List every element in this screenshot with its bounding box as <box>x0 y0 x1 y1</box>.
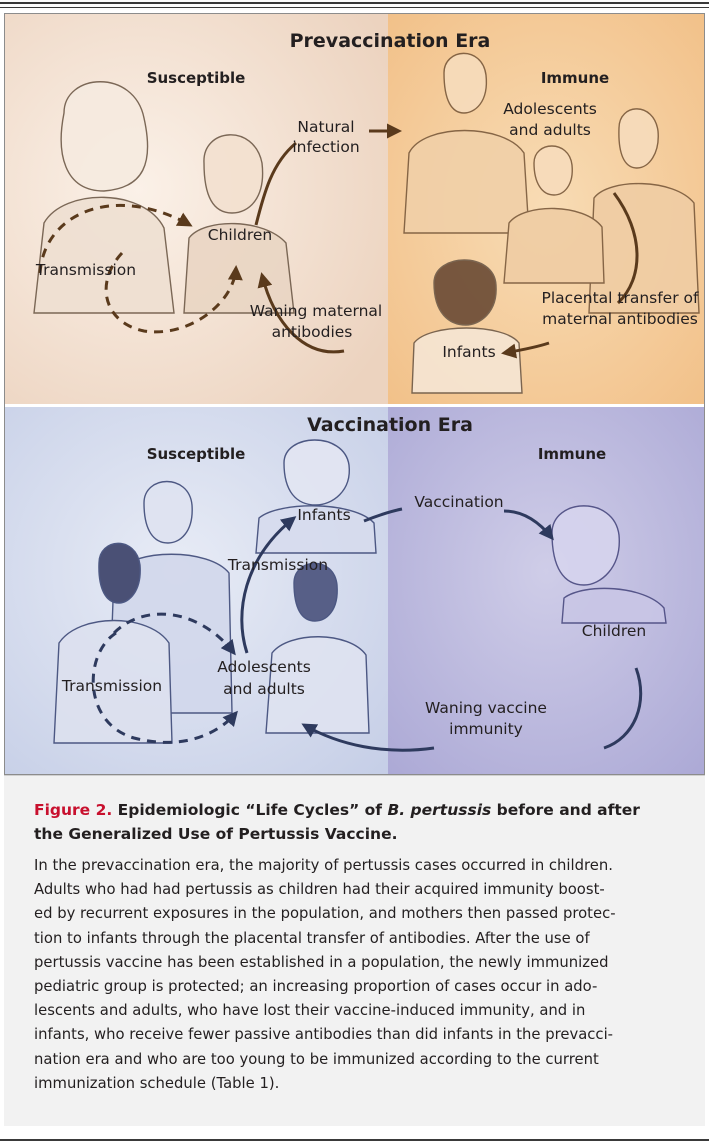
prevaccination-susceptible-label: Susceptible <box>147 69 246 87</box>
caption-line: In the prevaccination era, the majority … <box>34 854 698 878</box>
vaccination-transmission-left-label: Transmission <box>61 677 162 695</box>
vaccination-adolescents-label-2: and adults <box>223 680 305 698</box>
adolescents-adults-label-2: and adults <box>509 121 591 139</box>
caption-line: immunization schedule (Table 1). <box>34 1072 698 1096</box>
vaccination-title: Vaccination Era <box>307 414 473 436</box>
figure-caption: Figure 2. Epidemiologic “Life Cycles” of… <box>4 775 705 1126</box>
caption-line: ed by recurrent exposures in the populat… <box>34 902 698 926</box>
figure-number: Figure 2. <box>34 801 112 819</box>
caption-title-italic: B. pertussis <box>387 801 491 819</box>
panel-divider <box>4 404 705 407</box>
life-cycle-diagram: Prevaccination Era Susceptible Immune Na… <box>4 13 705 775</box>
caption-title-part2: before and after <box>491 801 640 819</box>
bottom-rule <box>0 1139 709 1141</box>
vaccination-susceptible-label: Susceptible <box>147 445 246 463</box>
prevaccination-children-label: Children <box>208 226 273 244</box>
caption-title-line2: the Generalized Use of Pertussis Vaccine… <box>34 825 397 843</box>
top-rule-thin <box>0 7 709 8</box>
placental-transfer-label-1: Placental transfer of <box>542 289 699 307</box>
vaccination-infants-label: Infants <box>297 506 350 524</box>
waning-maternal-label-1: Waning maternal <box>250 302 383 320</box>
top-rule <box>0 2 709 4</box>
prevaccination-immune-label: Immune <box>541 69 609 87</box>
caption-line: tion to infants through the placental tr… <box>34 927 698 951</box>
vaccination-label: Vaccination <box>414 493 503 511</box>
vaccination-immune-label: Immune <box>538 445 606 463</box>
vaccination-transmission-upper-label: Transmission <box>227 556 328 574</box>
natural-infection-label-1: Natural <box>297 118 354 136</box>
vaccination-children-label: Children <box>582 622 647 640</box>
caption-body: In the prevaccination era, the majority … <box>34 854 698 1096</box>
caption-title-part1: Epidemiologic “Life Cycles” of <box>112 801 387 819</box>
caption-line: pertussis vaccine has been established i… <box>34 951 698 975</box>
caption-line: pediatric group is protected; an increas… <box>34 975 698 999</box>
caption-line: nation era and who are too young to be i… <box>34 1048 698 1072</box>
prevaccination-transmission-label: Transmission <box>35 261 136 279</box>
adolescents-adults-label-1: Adolescents <box>503 100 597 118</box>
vaccination-adolescents-label-1: Adolescents <box>217 658 311 676</box>
waning-vaccine-label-2: immunity <box>449 720 523 738</box>
placental-transfer-label-2: maternal antibodies <box>542 310 698 328</box>
caption-title: Figure 2. Epidemiologic “Life Cycles” of… <box>34 798 694 846</box>
waning-maternal-label-2: antibodies <box>272 323 353 341</box>
natural-infection-label-2: infection <box>292 138 359 156</box>
caption-line: Adults who had had pertussis as children… <box>34 878 698 902</box>
waning-vaccine-label-1: Waning vaccine <box>425 699 547 717</box>
prevaccination-title: Prevaccination Era <box>290 30 491 52</box>
caption-line: infants, who receive fewer passive antib… <box>34 1023 698 1047</box>
caption-line: lescents and adults, who have lost their… <box>34 999 698 1023</box>
prevaccination-infants-label: Infants <box>442 343 495 361</box>
